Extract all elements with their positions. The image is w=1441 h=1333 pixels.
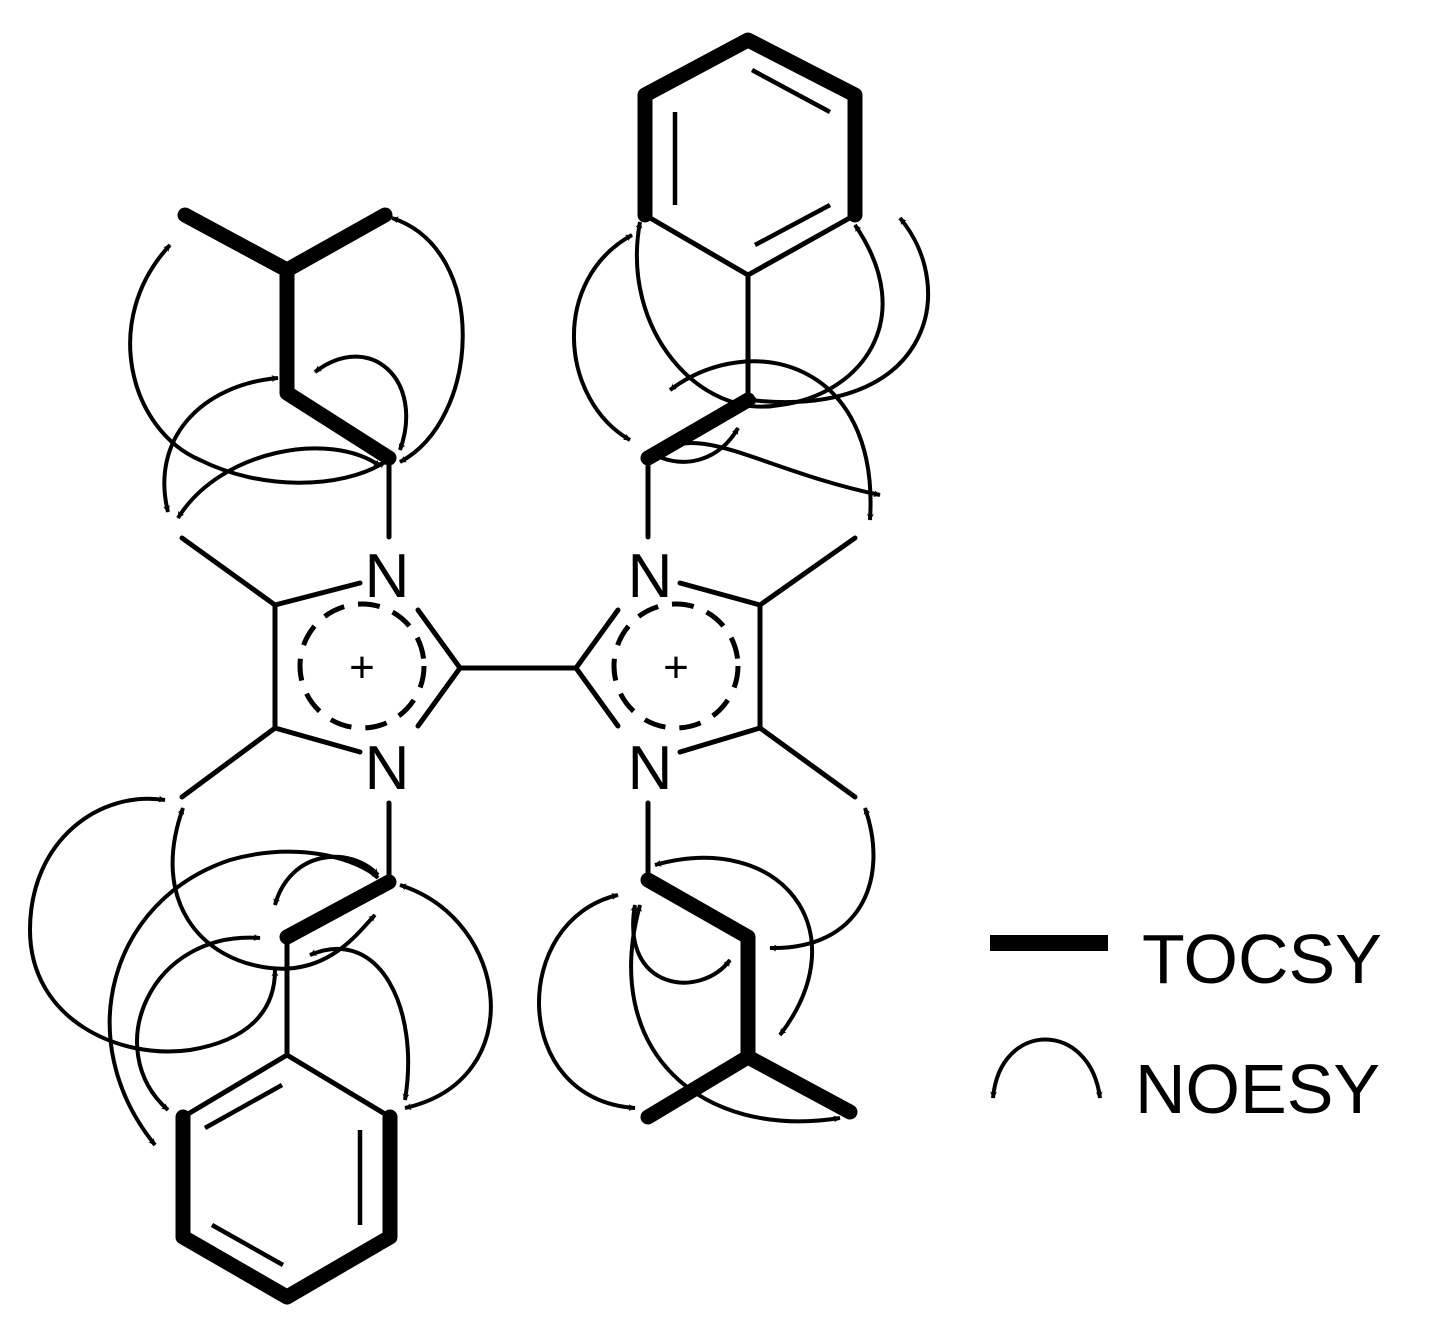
bottom-right-alkyl-chain: [640, 800, 858, 1125]
tocsy-bond: [177, 207, 393, 278]
bond: [757, 535, 858, 608]
noesy-arrow: [654, 427, 740, 464]
nitrogen-atom-label: N: [628, 542, 673, 611]
noesy-arrow: [162, 375, 279, 513]
noesy-arrow: [537, 893, 636, 1112]
bond: [757, 725, 858, 800]
noesy-legend-label: NOESY: [1135, 1050, 1380, 1128]
double-bond-line: [753, 203, 832, 247]
noesy-correlations: [27, 216, 930, 1147]
top-left-alkyl-chain: [177, 207, 397, 540]
bond: [573, 607, 621, 671]
tocsy-bond: [279, 874, 397, 945]
noesy-arrow: [135, 934, 261, 1112]
bond: [745, 212, 858, 278]
noesy-arrow: [749, 216, 930, 405]
bond: [272, 725, 363, 755]
tocsy-bond: [175, 1109, 398, 1305]
noesy-arrow: [107, 849, 380, 1147]
noesy-arrow: [769, 807, 876, 952]
bond: [415, 607, 463, 671]
nitrogen-atom-label: N: [365, 734, 410, 803]
noesy-legend-swatch: [990, 1037, 1103, 1099]
noesy-arrow: [399, 883, 493, 1111]
bottom-left-phenylethyl: [175, 800, 398, 1305]
noesy-arrow: [128, 243, 387, 485]
noesy-arrow: [668, 359, 874, 521]
noesy-arrow: [27, 795, 279, 1054]
noesy-arrow: [572, 233, 633, 442]
noesy-arrow: [391, 216, 465, 464]
tocsy-bond: [640, 1049, 858, 1125]
tocsy-bond: [637, 32, 863, 223]
bond: [272, 580, 363, 608]
left-imidazolium-ring: N N +: [272, 542, 463, 803]
positive-charge-label: +: [349, 643, 375, 692]
nitrogen-atom-label: N: [365, 542, 410, 611]
bond: [179, 535, 278, 608]
positive-charge-label: +: [663, 643, 689, 692]
bond: [677, 580, 763, 608]
tocsy-bond: [279, 262, 397, 466]
bond: [180, 1052, 290, 1120]
right-imidazolium-ring: N N +: [573, 542, 763, 803]
bond: [284, 1052, 393, 1120]
legend: TOCSY NOESY: [990, 920, 1382, 1128]
bond: [677, 725, 763, 755]
noesy-arrow: [634, 221, 885, 409]
tocsy-legend-label: TOCSY: [1142, 920, 1382, 998]
double-bond-line: [210, 1223, 285, 1267]
noesy-arrow-open: [653, 440, 881, 498]
noesy-arrow: [629, 904, 841, 1124]
nitrogen-atom-label: N: [628, 734, 673, 803]
delocalized-charge-ring: [611, 601, 741, 731]
noesy-arrow: [313, 354, 409, 451]
double-bond-line: [750, 68, 832, 114]
noesy-arrow: [176, 446, 382, 520]
double-bond-line: [203, 1083, 284, 1130]
bond: [415, 665, 463, 729]
bond: [642, 212, 751, 278]
delocalized-charge-ring: [297, 601, 427, 731]
methyl-groups: [179, 535, 858, 800]
bond: [573, 665, 621, 729]
tocsy-bond: [640, 872, 756, 1065]
bond: [179, 725, 278, 800]
